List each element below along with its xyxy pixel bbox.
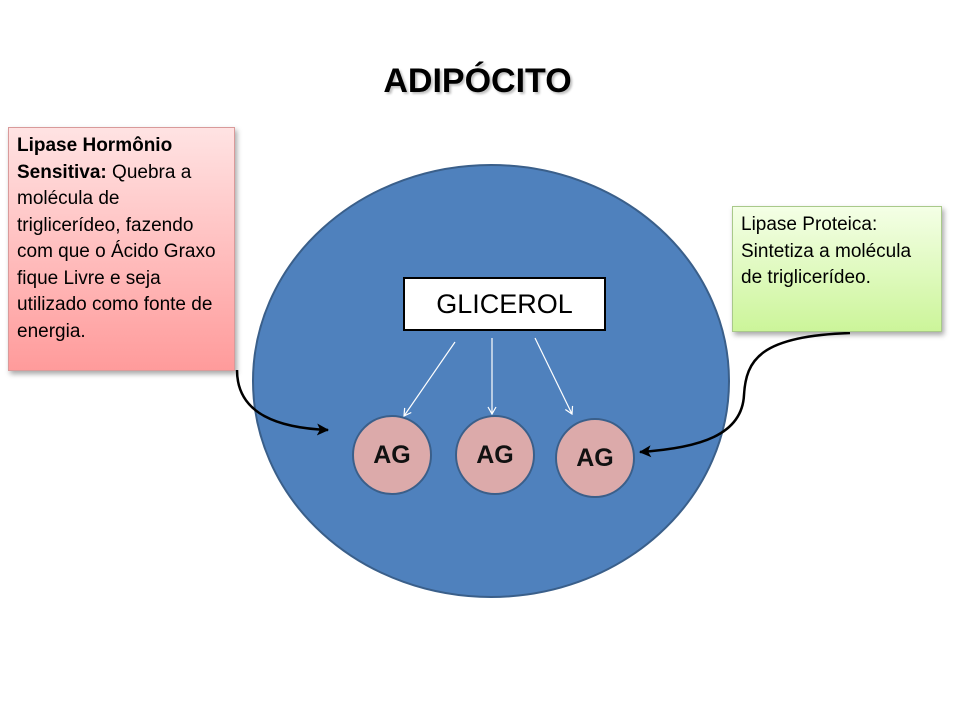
fatty-acid-label: AG <box>476 440 514 469</box>
fatty-acid-label: AG <box>373 440 411 469</box>
callout-left-heading: Lipase Hormônio Sensitiva: <box>17 135 173 183</box>
fatty-acid-label: AG <box>576 443 614 472</box>
page-title: ADIPÓCITO <box>383 62 572 100</box>
arrow-glicerol-to-ag-1 <box>403 341 456 417</box>
adipocyte-cell <box>252 164 730 598</box>
fatty-acid-circle-1: AG <box>352 415 432 495</box>
callout-right-body: Lipase Proteica: Sintetiza a molécula de… <box>741 214 912 288</box>
callout-lipase-proteica: Lipase Proteica: Sintetiza a molécula de… <box>732 206 942 332</box>
fatty-acid-circle-3: AG <box>555 418 635 498</box>
callout-left-body: Quebra a molécula de triglicerídeo, faze… <box>17 161 216 342</box>
arrow-lipase-hormonio-to-ag <box>235 369 329 436</box>
glicerol-box: GLICEROL <box>403 277 606 331</box>
callout-lipase-hormonio-sensitiva: Lipase Hormônio Sensitiva: Quebra a molé… <box>8 127 235 371</box>
fatty-acid-circle-2: AG <box>455 415 535 495</box>
glicerol-label: GLICEROL <box>436 288 573 319</box>
arrow-glicerol-to-ag-3 <box>534 337 574 416</box>
arrow-lipase-proteica-to-ag <box>639 331 851 458</box>
